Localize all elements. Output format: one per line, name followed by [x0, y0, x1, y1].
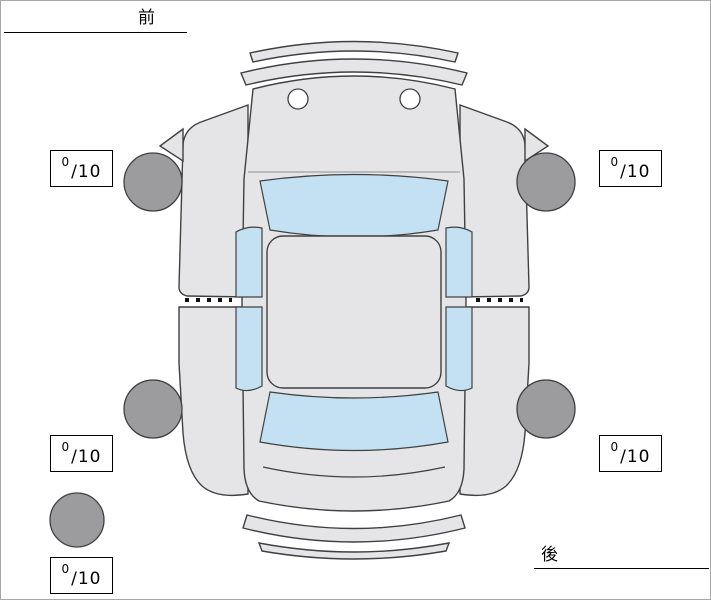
hood-marker-left-icon	[287, 88, 309, 110]
tread-score-front-right: 0 /10	[599, 150, 662, 187]
rear-bumper-lip	[257, 542, 451, 560]
rear-bumper	[242, 514, 466, 543]
tread-score-value: 0	[610, 439, 619, 454]
tread-score-denominator: /10	[620, 446, 651, 467]
door-glass-rear-left	[235, 306, 263, 392]
tread-score-value: 0	[61, 154, 70, 169]
front-bumper-lip	[249, 40, 459, 63]
tire-rear-left-icon	[123, 379, 183, 439]
door-front-left	[178, 104, 249, 298]
car-roof	[266, 235, 442, 389]
tread-score-denominator: /10	[71, 446, 102, 467]
tire-spare-icon	[49, 492, 105, 548]
front-label-underline	[4, 32, 187, 33]
tread-score-value: 0	[610, 154, 619, 169]
door-glass-rear-right	[445, 306, 473, 392]
tread-score-rear-right: 0 /10	[599, 435, 662, 472]
door-rear-left	[178, 306, 249, 497]
door-glass-front-left	[235, 226, 263, 298]
tread-score-denominator: /10	[620, 161, 651, 182]
door-rear-right	[459, 306, 530, 497]
tread-score-spare: 0 /10	[50, 557, 113, 594]
tire-rear-right-icon	[516, 379, 576, 439]
trunk-crease	[262, 466, 446, 478]
side-mirror-left-icon	[158, 127, 184, 163]
front-label: 前	[138, 8, 155, 28]
tread-score-denominator: /10	[71, 161, 102, 182]
hood-marker-right-icon	[399, 88, 421, 110]
tire-front-right-icon	[516, 152, 576, 212]
tread-score-value: 0	[61, 561, 70, 576]
side-mirror-right-icon	[524, 127, 550, 163]
door-glass-front-right	[445, 226, 473, 298]
tread-score-denominator: /10	[71, 568, 102, 589]
tread-score-value: 0	[61, 439, 70, 454]
door-front-right	[459, 104, 530, 298]
tire-front-left-icon	[123, 152, 183, 212]
tread-score-rear-left: 0 /10	[50, 435, 113, 472]
rear-label-underline	[534, 568, 709, 569]
rear-window-glass	[259, 391, 449, 452]
tread-score-front-left: 0 /10	[50, 150, 113, 187]
front-bumper	[240, 58, 468, 86]
windshield-glass	[259, 173, 449, 238]
rear-label: 後	[541, 545, 558, 565]
